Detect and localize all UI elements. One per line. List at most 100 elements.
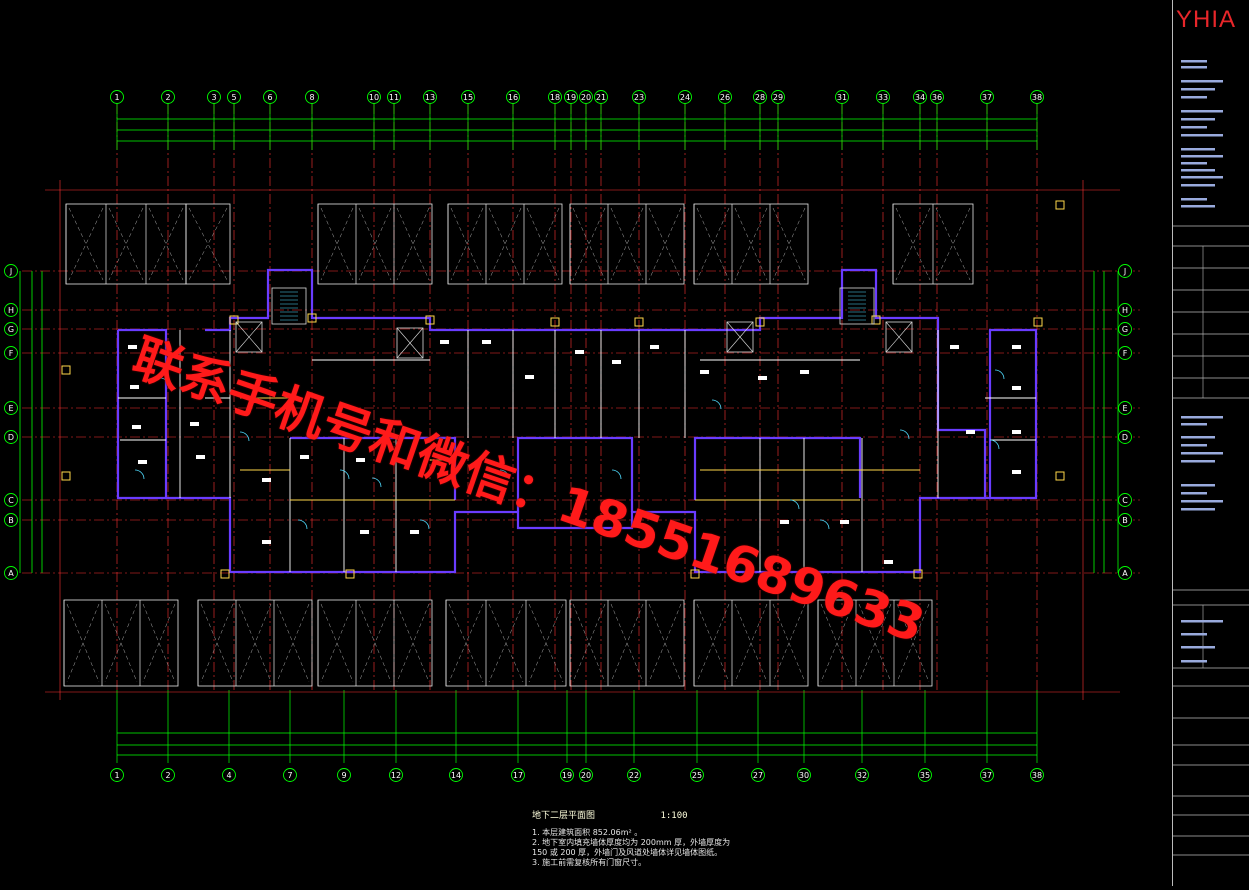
title-block-lines xyxy=(1173,60,1249,856)
axis-label: 37 xyxy=(982,771,992,780)
room-label xyxy=(262,540,271,544)
room-label xyxy=(360,530,369,534)
axis-bubble xyxy=(423,90,437,104)
parking-cross xyxy=(610,207,644,281)
title-block-panel xyxy=(1172,0,1249,886)
axis-bubble xyxy=(4,303,18,317)
column xyxy=(345,569,355,579)
door-swing xyxy=(339,469,350,480)
column xyxy=(1033,317,1043,327)
axis-label: 10 xyxy=(369,93,379,102)
parking-cross xyxy=(572,207,606,281)
axis-label: 37 xyxy=(982,93,992,102)
room-label xyxy=(410,530,419,534)
axis-bubble xyxy=(4,264,18,278)
axis-label: J xyxy=(1123,267,1126,276)
parking-cross xyxy=(68,207,104,281)
parking-cross xyxy=(358,603,392,683)
title-block-text xyxy=(1181,176,1223,179)
axis-bubble xyxy=(4,566,18,580)
room-label xyxy=(612,360,621,364)
axis-bubble xyxy=(594,90,608,104)
axis-bubble xyxy=(548,90,562,104)
axis-label: 17 xyxy=(513,771,523,780)
axis-label: 26 xyxy=(720,93,730,102)
parking-cross xyxy=(895,207,931,281)
axis-label: 23 xyxy=(634,93,644,102)
axis-label: 25 xyxy=(692,771,702,780)
axis-bubble xyxy=(161,90,175,104)
building-walls xyxy=(61,200,1065,579)
parking-cross xyxy=(488,207,522,281)
axis-label: 15 xyxy=(463,93,473,102)
axis-label: G xyxy=(1122,325,1128,334)
column xyxy=(229,315,239,325)
room-label xyxy=(132,425,141,429)
axis-bubble xyxy=(560,768,574,782)
axis-label: G xyxy=(8,325,14,334)
axis-label: C xyxy=(1122,496,1128,505)
axis-label: 11 xyxy=(389,93,399,102)
room-label xyxy=(1012,345,1021,349)
axis-bubble xyxy=(835,90,849,104)
parking-cross xyxy=(396,603,430,683)
axis-bubble xyxy=(389,768,403,782)
axis-label: D xyxy=(8,433,14,442)
axis-label: 33 xyxy=(878,93,888,102)
parking-cross xyxy=(188,207,228,281)
door-swing xyxy=(297,519,308,530)
axis-label: 24 xyxy=(680,93,690,102)
axis-label: 19 xyxy=(562,771,572,780)
axis-bubble xyxy=(263,90,277,104)
title-block-text xyxy=(1181,66,1207,69)
axis-label: H xyxy=(8,306,14,315)
title-block-text xyxy=(1181,205,1215,208)
axis-bubble xyxy=(222,768,236,782)
axis-label: 1 xyxy=(114,771,119,780)
parking-cross xyxy=(772,207,806,281)
axis-bubble xyxy=(1118,566,1132,580)
title-block-text xyxy=(1181,184,1215,187)
door-swing xyxy=(819,519,830,530)
title-block-text xyxy=(1181,452,1223,455)
title-block-rows xyxy=(1173,60,1249,856)
parking-cross xyxy=(68,207,104,281)
axis-bubble xyxy=(305,90,319,104)
title-block-text xyxy=(1181,484,1215,487)
room-label xyxy=(1012,430,1021,434)
parking-cross xyxy=(648,207,682,281)
axis-label: 3 xyxy=(211,93,216,102)
room-labels xyxy=(128,340,1021,564)
parking-cross xyxy=(895,207,931,281)
axis-bubble xyxy=(4,493,18,507)
parking-cross xyxy=(188,207,228,281)
room-label xyxy=(840,520,849,524)
axis-bubble xyxy=(690,768,704,782)
title-block-text xyxy=(1181,500,1223,503)
door-swing xyxy=(499,469,510,480)
parking-cross xyxy=(450,207,484,281)
parking-cross xyxy=(858,603,892,683)
parking-bay-row xyxy=(317,203,433,285)
title-block-text xyxy=(1181,155,1223,158)
axis-label: 5 xyxy=(231,93,236,102)
wall-outline xyxy=(516,436,634,512)
parking-bay-row xyxy=(185,203,231,285)
note-line: 1. 本层建筑面积 852.06m² 。 xyxy=(532,828,643,837)
title-block-text xyxy=(1181,444,1207,447)
title-block-text xyxy=(1181,646,1215,649)
elevator-cross xyxy=(726,321,754,353)
parking-cross xyxy=(358,207,392,281)
axis-bubble xyxy=(1118,322,1132,336)
parking-bay-row xyxy=(447,203,563,285)
axis-label: 12 xyxy=(391,771,401,780)
axis-bubble xyxy=(564,90,578,104)
elevator-cross xyxy=(235,321,263,353)
axis-label: 7 xyxy=(287,771,292,780)
parking-cross xyxy=(320,207,354,281)
axis-bubble xyxy=(771,90,785,104)
column xyxy=(550,317,560,327)
axis-bubble xyxy=(387,90,401,104)
room-label xyxy=(190,422,199,426)
